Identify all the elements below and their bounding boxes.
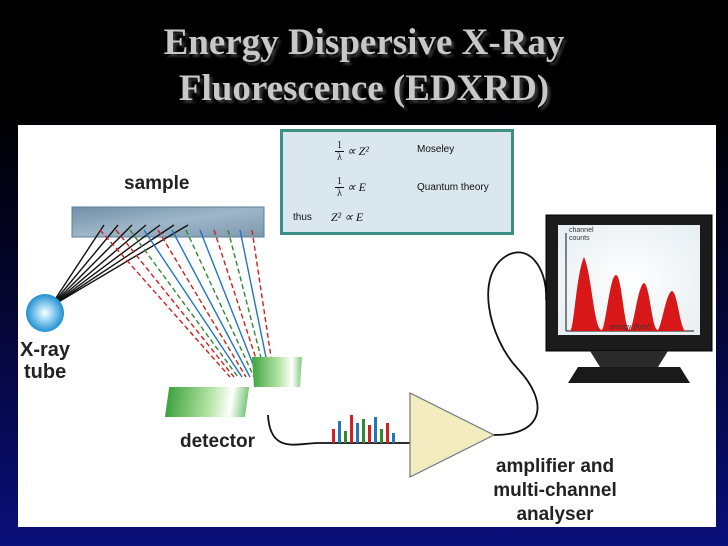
title-line-1: Energy Dispersive X-Ray xyxy=(163,22,565,63)
formula-row-1: 1 λ ∝ Z² xyxy=(335,140,369,163)
amplifier-label-line-2: multi-channel xyxy=(493,480,617,501)
xray-label-line-2: tube xyxy=(24,361,67,383)
title-line-2: Fluorescence (EDXRD) xyxy=(178,68,550,109)
moseley-expression: ∝ Z² xyxy=(347,144,369,158)
fraction-1-denominator: λ xyxy=(337,152,342,163)
detector xyxy=(164,357,302,417)
monitor-cable xyxy=(487,251,547,436)
formula-row-2: 1 λ ∝ E xyxy=(335,176,366,199)
monitor-y-label: channel counts xyxy=(569,227,594,243)
sample-block xyxy=(71,206,265,238)
pulse-bars xyxy=(332,415,395,443)
detector-cable xyxy=(267,414,410,446)
sample-label: sample xyxy=(124,173,190,194)
fraction-1-numerator: 1 xyxy=(335,140,344,152)
quantum-expression: ∝ E xyxy=(347,180,366,194)
slide-title: Energy Dispersive X-Ray Fluorescence (ED… xyxy=(0,20,728,112)
formula-box: 1 λ ∝ Z² Moseley 1 λ ∝ E Quantum theory … xyxy=(280,129,514,235)
xray-tube xyxy=(26,294,64,332)
fraction-2-denominator: λ xyxy=(337,188,342,199)
monitor-y-label-line-1: channel xyxy=(569,227,594,234)
thus-label: thus xyxy=(293,212,312,223)
fluorescence-beams xyxy=(99,229,275,378)
diagram-panel: 1 λ ∝ Z² Moseley 1 λ ∝ E Quantum theory … xyxy=(18,125,716,527)
fraction-2: 1 λ xyxy=(335,176,344,199)
monitor-x-label: energy (KeV) xyxy=(610,324,652,331)
fraction-2-numerator: 1 xyxy=(335,176,344,188)
amplifier-label: amplifier and multi-channel analyser xyxy=(466,455,644,527)
conclusion-expression: Z² ∝ E xyxy=(331,210,364,224)
quantum-theory-label: Quantum theory xyxy=(417,182,489,193)
detector-label: detector xyxy=(180,431,255,452)
amplifier xyxy=(409,392,496,478)
incident-beams xyxy=(49,224,189,308)
amplifier-label-line-3: analyser xyxy=(516,504,594,525)
amplifier-label-line-1: amplifier and xyxy=(495,456,615,477)
xray-tube-label: X-ray tube xyxy=(20,339,70,383)
spectrum-peaks xyxy=(570,257,686,331)
diagram-canvas xyxy=(26,206,713,478)
monitor-y-label-line-2: counts xyxy=(569,235,590,242)
fraction-1: 1 λ xyxy=(335,140,344,163)
moseley-label: Moseley xyxy=(417,144,455,155)
xray-label-line-1: X-ray xyxy=(20,339,71,361)
